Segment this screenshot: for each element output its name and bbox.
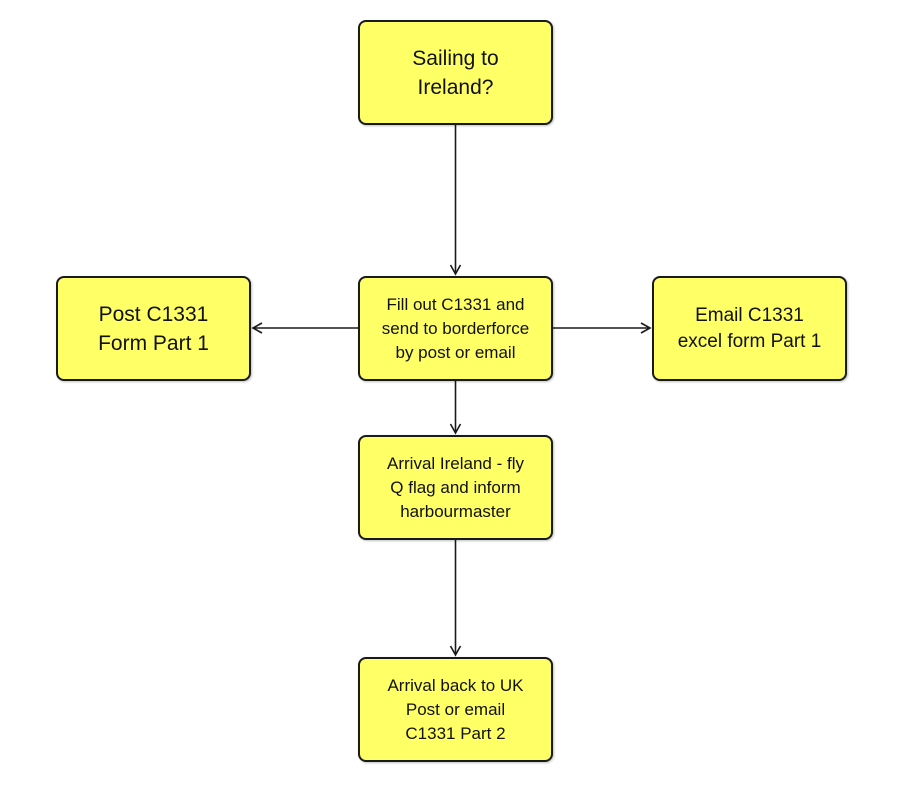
node-sailing-to-ireland-label: Sailing to Ireland? bbox=[412, 46, 499, 99]
node-email-c1331-label: Email C1331 excel form Part 1 bbox=[677, 304, 822, 352]
node-post-c1331-label: Post C1331 Form Part 1 bbox=[98, 302, 209, 355]
node-email-c1331: Email C1331 excel form Part 1 bbox=[652, 276, 847, 381]
node-arrival-ireland-label: Arrival Ireland - fly Q flag and inform … bbox=[387, 453, 524, 521]
node-arrival-ireland: Arrival Ireland - fly Q flag and inform … bbox=[358, 435, 553, 540]
node-arrival-back-uk-label: Arrival back to UK Post or email C1331 P… bbox=[387, 675, 524, 743]
node-fill-out-c1331: Fill out C1331 and send to borderforce b… bbox=[358, 276, 553, 381]
node-fill-out-c1331-label: Fill out C1331 and send to borderforce b… bbox=[381, 294, 530, 362]
node-arrival-back-uk: Arrival back to UK Post or email C1331 P… bbox=[358, 657, 553, 762]
node-post-c1331: Post C1331 Form Part 1 bbox=[56, 276, 251, 381]
node-sailing-to-ireland: Sailing to Ireland? bbox=[358, 20, 553, 125]
